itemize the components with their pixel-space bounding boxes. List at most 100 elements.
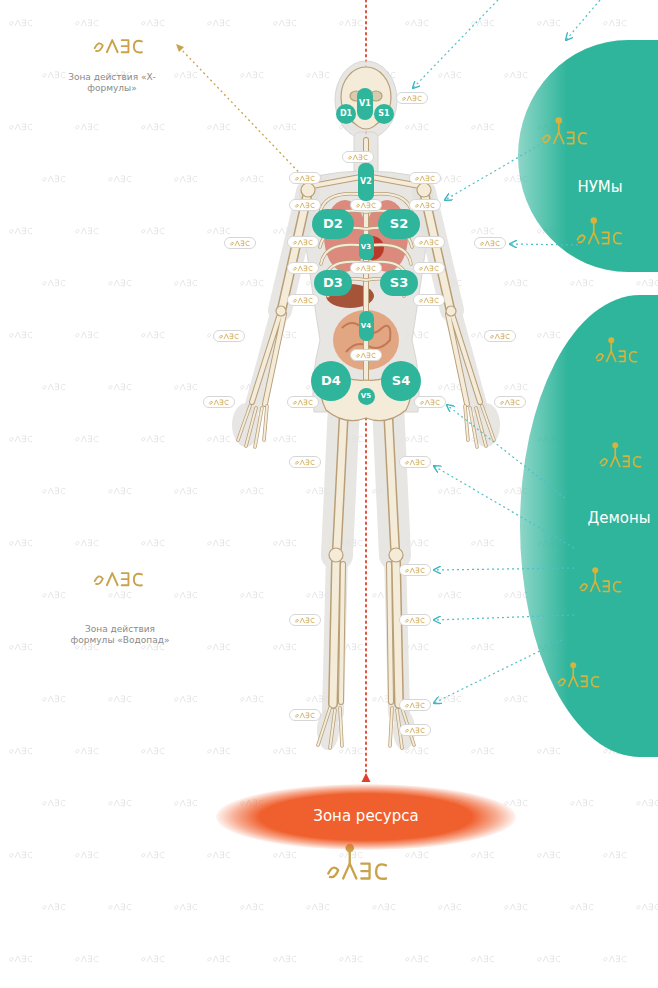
glyph-pills: [475, 238, 506, 249]
teal-zone: S3: [380, 270, 418, 296]
skeleton: [282, 192, 450, 704]
glyph-pills: [290, 200, 321, 211]
teal-arrow: [510, 244, 578, 245]
band-glyphs: [580, 567, 620, 591]
x-formula-leader: [176, 44, 184, 52]
teal-zone: D3: [314, 270, 352, 296]
glyph-pills: [288, 397, 319, 408]
zone-code: D4: [321, 374, 341, 389]
glyph-pills: [290, 710, 321, 721]
glyph-pills: [290, 173, 321, 184]
glyph-pills: [288, 295, 319, 306]
teal-arrow: [434, 466, 574, 548]
teal-arrow: [413, 0, 600, 703]
teal-arrow: [445, 140, 548, 200]
glyph-pills: [400, 457, 431, 468]
teal-zone: D4: [311, 361, 351, 401]
teal-zone: V1: [357, 88, 373, 120]
glyph-pills: [288, 237, 319, 248]
zone-code: V1: [359, 99, 371, 108]
glyph-pills: [351, 200, 382, 211]
zone-caption: Зона действия формулы «Водопад»: [69, 624, 171, 647]
skeleton-joints: [301, 183, 315, 197]
glyph-pills: [415, 397, 446, 408]
body-silhouette: [335, 61, 397, 139]
glyph-pills: [343, 152, 374, 163]
glyph-pills: [400, 700, 431, 711]
glyph-pills: [290, 615, 321, 626]
glyph-pills: [485, 331, 516, 342]
body-silhouette: [299, 61, 432, 412]
zone-code: D3: [323, 276, 343, 291]
teal-arrow: [447, 405, 565, 498]
teal-zone: V4: [359, 311, 374, 341]
glyph-pills: [400, 615, 431, 626]
skeleton-joints: [417, 183, 431, 197]
band-glyphs: [558, 662, 598, 686]
glyph-pills: [204, 397, 235, 408]
skeleton: [238, 194, 494, 748]
glyph-pills: [414, 263, 445, 274]
teal-arrow: [413, 0, 498, 88]
skeleton: [252, 140, 480, 702]
teal-zone: V3: [359, 234, 374, 260]
glyph-pills: [400, 725, 431, 736]
glyph-pills: [410, 173, 441, 184]
skeleton-joints: [276, 306, 286, 316]
teal-band: Демоны: [520, 295, 658, 757]
skeleton-joints: [389, 548, 403, 562]
zone-code: S2: [390, 217, 408, 232]
band-glyphs: [596, 337, 636, 361]
teal-band: НУМы: [518, 40, 658, 272]
skeleton-joints: [276, 67, 456, 562]
zone-caption: Зона действия «Х-формулы»: [64, 72, 160, 95]
zone-code: V4: [361, 322, 371, 330]
teal-zone: S4: [381, 361, 421, 401]
skeleton: [238, 140, 494, 748]
zone-code: D2: [323, 217, 343, 232]
teal-zone: D1: [336, 104, 356, 124]
glyph-pills: [495, 397, 526, 408]
red-axis-line: [362, 773, 371, 782]
band-title: Демоны: [587, 510, 650, 527]
teal-zone: S1: [374, 104, 394, 124]
teal-zone: S2: [378, 209, 420, 239]
zone-code: S4: [392, 374, 410, 389]
x-formula-leader: [176, 44, 312, 186]
glyph-pills: [414, 237, 445, 248]
zone-title: Зона ресурса: [313, 808, 418, 825]
body-limbs: [254, 192, 478, 712]
band-glyphs: [543, 117, 641, 687]
body-extremities: [232, 403, 500, 750]
skeleton: [282, 192, 450, 704]
zone-code: V3: [361, 243, 371, 251]
glyph-pills: [400, 565, 431, 576]
teal-arrow: [434, 568, 574, 570]
zone-glyphs: [95, 573, 142, 585]
band-glyphs: [600, 442, 640, 466]
skeleton: [252, 140, 480, 702]
skeleton-joints: [329, 548, 343, 562]
band-title: НУМы: [577, 179, 622, 196]
organs: [333, 310, 399, 370]
skeleton-joints: [446, 306, 456, 316]
teal-arrow: [434, 615, 574, 620]
teal-arrow: [566, 0, 600, 40]
zone-code: S3: [390, 276, 408, 291]
glyph-pills: [214, 331, 245, 342]
glyph-pills: [351, 350, 382, 361]
band-glyphs: [578, 217, 622, 244]
teal-arrow: [434, 640, 562, 703]
glyph-pills: [204, 93, 526, 736]
glyph-pills: [410, 200, 441, 211]
glyph-pills: [290, 457, 321, 468]
glyph-pills: [414, 295, 445, 306]
band-glyphs: [543, 117, 587, 144]
skeleton: [238, 194, 494, 748]
glyph-pills: [397, 93, 428, 104]
teal-zone: V2: [358, 163, 374, 201]
